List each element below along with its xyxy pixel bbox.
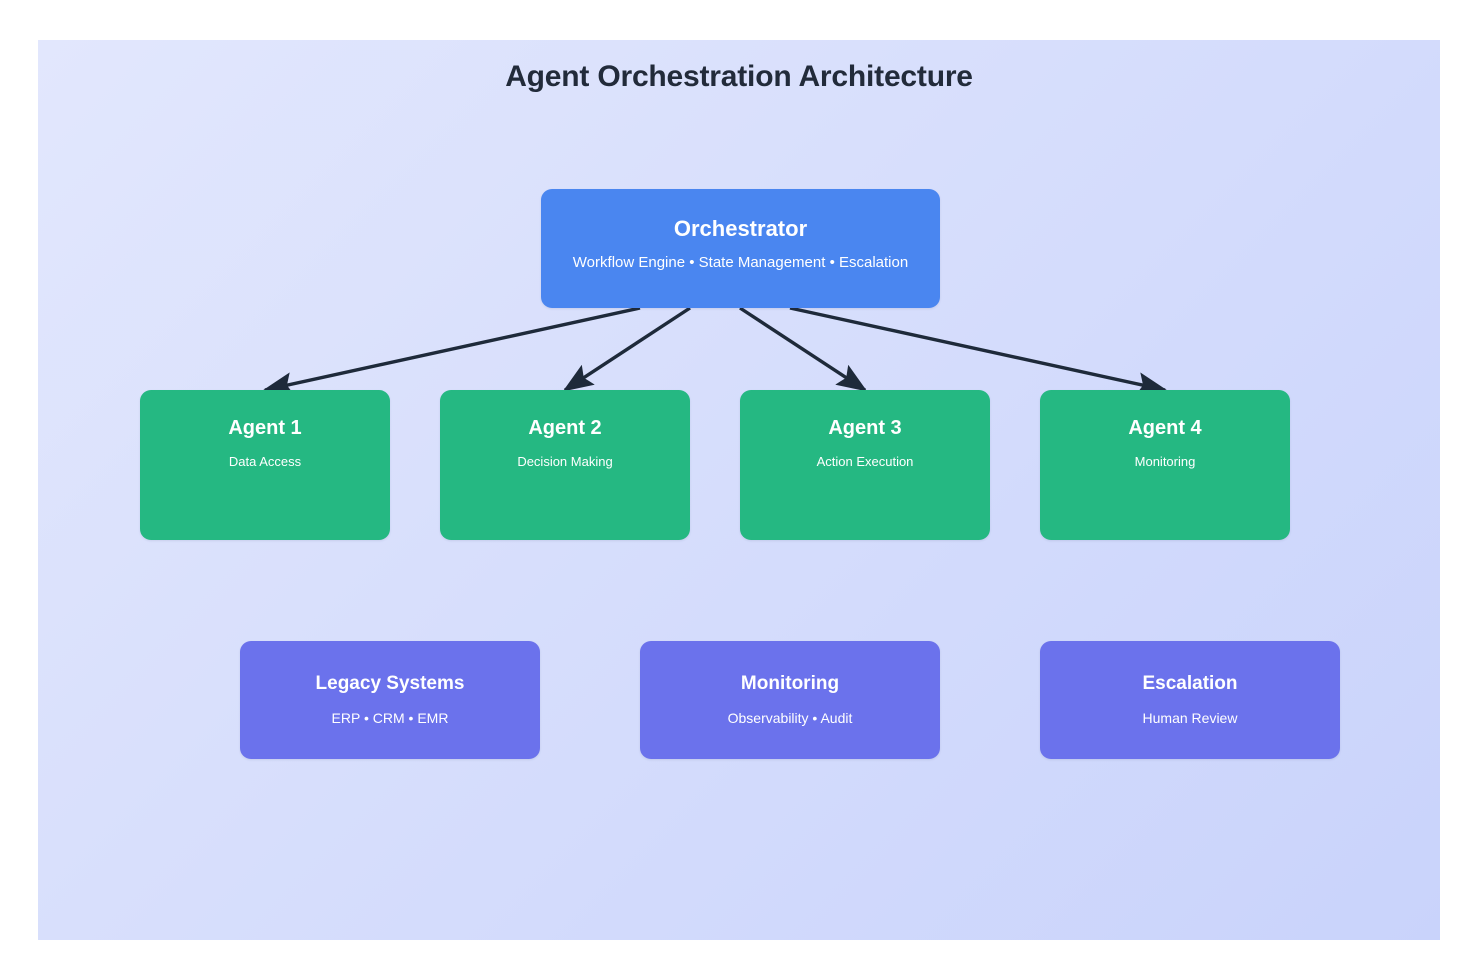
connection-arrow-4 (789, 306, 1168, 396)
node-orchestrator-title: Orchestrator (673, 216, 808, 241)
page-title: Agent Orchestration Architecture (505, 60, 973, 93)
node-agent-1-subtitle: Data Access (228, 454, 302, 469)
connection-arrow-3 (739, 306, 868, 392)
node-escalation-title: Escalation (1142, 673, 1238, 694)
node-agent-4[interactable]: Agent 4 Monitoring (1040, 390, 1290, 540)
node-orchestrator-subtitle: Workflow Engine • State Management • Esc… (572, 254, 909, 271)
node-agent-3[interactable]: Agent 3 Action Execution (740, 390, 990, 540)
node-agent-2[interactable]: Agent 2 Decision Making (440, 390, 690, 540)
connection-arrow-1 (262, 306, 641, 396)
node-orchestrator[interactable]: Orchestrator Workflow Engine • State Man… (541, 189, 940, 308)
connection-arrow-2 (562, 306, 691, 392)
node-escalation[interactable]: Escalation Human Review (1040, 641, 1340, 759)
node-escalation-subtitle: Human Review (1142, 710, 1238, 726)
node-monitoring-subtitle: Observability • Audit (727, 710, 853, 726)
diagram-canvas: Agent Orchestration Architecture Orchest… (38, 40, 1440, 940)
node-legacy-systems-title: Legacy Systems (315, 673, 465, 694)
node-agent-3-title: Agent 3 (828, 417, 902, 439)
node-agent-2-title: Agent 2 (528, 417, 602, 439)
node-agent-1[interactable]: Agent 1 Data Access (140, 390, 390, 540)
node-legacy-systems[interactable]: Legacy Systems ERP • CRM • EMR (240, 641, 540, 759)
node-agent-3-subtitle: Action Execution (816, 454, 914, 469)
node-monitoring-title: Monitoring (740, 673, 840, 694)
node-monitoring[interactable]: Monitoring Observability • Audit (640, 641, 940, 759)
node-legacy-systems-subtitle: ERP • CRM • EMR (331, 710, 449, 726)
node-agent-4-subtitle: Monitoring (1134, 454, 1196, 469)
node-agent-1-title: Agent 1 (228, 417, 302, 439)
node-agent-2-subtitle: Decision Making (517, 454, 613, 469)
node-agent-4-title: Agent 4 (1128, 417, 1202, 439)
